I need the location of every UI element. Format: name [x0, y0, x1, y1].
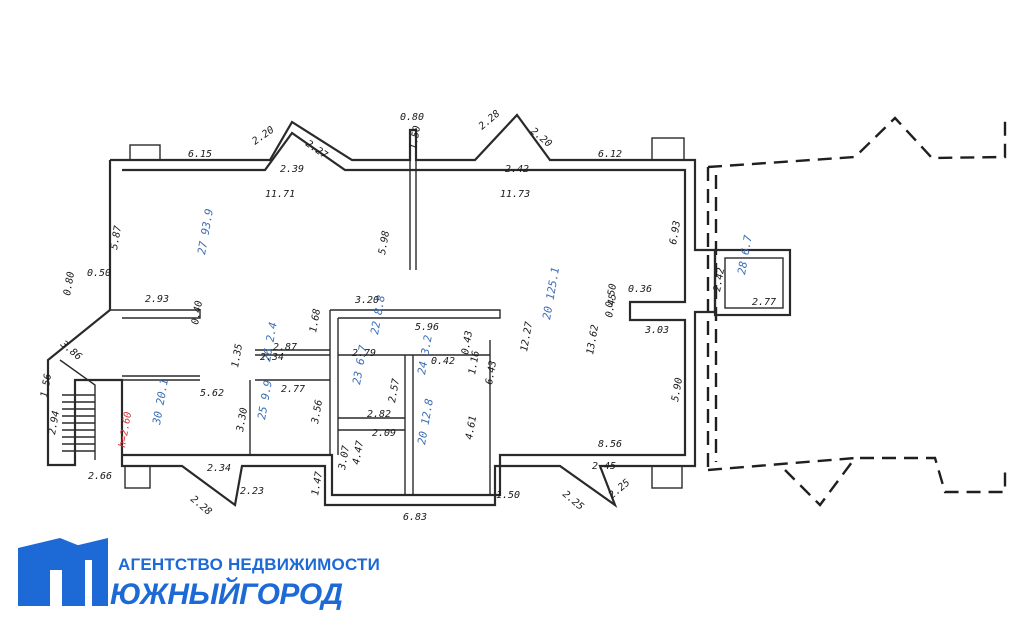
dimension-label: 6.12	[598, 149, 622, 160]
room-label: 25 9.9	[255, 379, 275, 420]
dimension-label: 2.09	[372, 428, 396, 439]
balcony	[651, 465, 683, 489]
dimension-label: 12.27	[519, 321, 535, 353]
dimension-label: 2.57	[387, 378, 402, 404]
dimension-label: 6.43	[484, 360, 499, 386]
dimension-label: 1.16	[467, 350, 482, 376]
exterior-wall-inner	[122, 131, 687, 497]
dimension-label: 3.20	[354, 295, 379, 306]
terrace-outline-bottom	[707, 456, 1007, 507]
dimension-label: 0.80	[400, 112, 424, 123]
dimension-label: 2.39	[280, 164, 304, 175]
dimension-label: 1.50	[496, 490, 520, 501]
dimension-label: 0.80	[62, 271, 77, 297]
logo-line1: АГЕНТСТВО НЕДВИЖИМОСТИ	[118, 555, 380, 574]
dimension-label: 6.83	[403, 512, 427, 523]
dimension-label: 5.96	[415, 322, 439, 333]
dimension-label: 2.93	[145, 294, 169, 305]
exterior-wall	[46, 113, 717, 509]
interior-walls	[110, 160, 501, 495]
dimension-label: 2.28	[188, 494, 214, 518]
room-label: 27 93.9	[195, 208, 216, 256]
balcony	[124, 465, 151, 489]
dimension-label: 3.30	[235, 407, 250, 434]
dimension-label: 2.77	[752, 297, 776, 308]
balcony	[129, 144, 161, 161]
agency-logo: АГЕНТСТВО НЕДВИЖИМОСТИ ЮЖНЫЙГОРОД	[18, 538, 380, 611]
terrace-outline-side	[706, 167, 718, 470]
dimension-label: 2.25	[607, 477, 633, 501]
annex-room-inner	[724, 257, 784, 309]
dimension-label: 11.71	[265, 189, 295, 200]
dimension-label: 3.56	[310, 399, 325, 426]
dimension-label: 5.87	[109, 225, 124, 251]
dimension-label: 2.42	[505, 164, 529, 175]
dimension-label: 2.34	[260, 352, 284, 363]
dimension-label: 0.36	[628, 284, 652, 295]
dimension-label: 1.50	[408, 125, 423, 151]
stairs	[59, 359, 96, 460]
dimension-label: 3.03	[644, 325, 669, 336]
stair-height-note: h=2.60	[117, 411, 134, 448]
dimension-label: 0.42	[431, 356, 455, 367]
dimension-label: 0.43	[460, 330, 475, 356]
dimension-label: 0.50	[604, 283, 619, 309]
dimension-label: 4.61	[464, 415, 479, 441]
dimension-label: 5.62	[200, 388, 224, 399]
dimension-label: 2.42	[712, 267, 727, 293]
dimension-label: 2.34	[207, 463, 231, 474]
dimension-label: 1.35	[230, 343, 245, 369]
dimension-label: 4.47	[351, 440, 366, 466]
dimension-label: 0.45	[604, 293, 619, 319]
logo-building-icon	[66, 538, 108, 606]
logo-line2: ЮЖНЫЙГОРОД	[110, 576, 343, 611]
room-label: 20 125.1	[540, 266, 562, 320]
dimension-label: 2.66	[88, 471, 112, 482]
dimension-label: 2.82	[367, 409, 391, 420]
dimension-label: 3.07	[337, 445, 352, 472]
dimension-label: 2.23	[240, 486, 264, 497]
room-label: 20 12.8	[415, 397, 436, 445]
dimension-label: 2.77	[281, 384, 305, 395]
dimension-label: 2.28	[477, 108, 503, 132]
dimension-label: 6.15	[188, 149, 212, 160]
dimension-label: 2.25	[560, 489, 586, 513]
dimension-label: 5.90	[670, 377, 685, 403]
dimension-label: 0.50	[87, 268, 111, 279]
dimension-label: 1.47	[310, 471, 325, 497]
dimension-label: 5.98	[377, 230, 392, 256]
dimension-label: 0.40	[190, 300, 205, 326]
dimension-label: 6.93	[668, 220, 683, 246]
dimension-label: 2.79	[352, 348, 376, 359]
dimension-label: 1.56	[39, 373, 54, 399]
annex-room	[713, 248, 792, 317]
dimension-label: 2.94	[47, 410, 62, 436]
dimension-label: 2.45	[592, 461, 616, 472]
dimension-label: 13.62	[585, 324, 601, 356]
terrace-outline-top	[707, 116, 1007, 169]
dimension-label: 8.56	[598, 439, 622, 450]
dimension-label: 1.68	[308, 308, 323, 334]
balcony	[651, 137, 685, 161]
dimension-label: 2.20	[250, 125, 276, 148]
dimension-label: 2.87	[273, 342, 297, 353]
room-label: 30 20.1	[150, 378, 171, 427]
dimension-label: 11.73	[500, 189, 530, 200]
room-label: 28 6.7	[735, 234, 755, 276]
